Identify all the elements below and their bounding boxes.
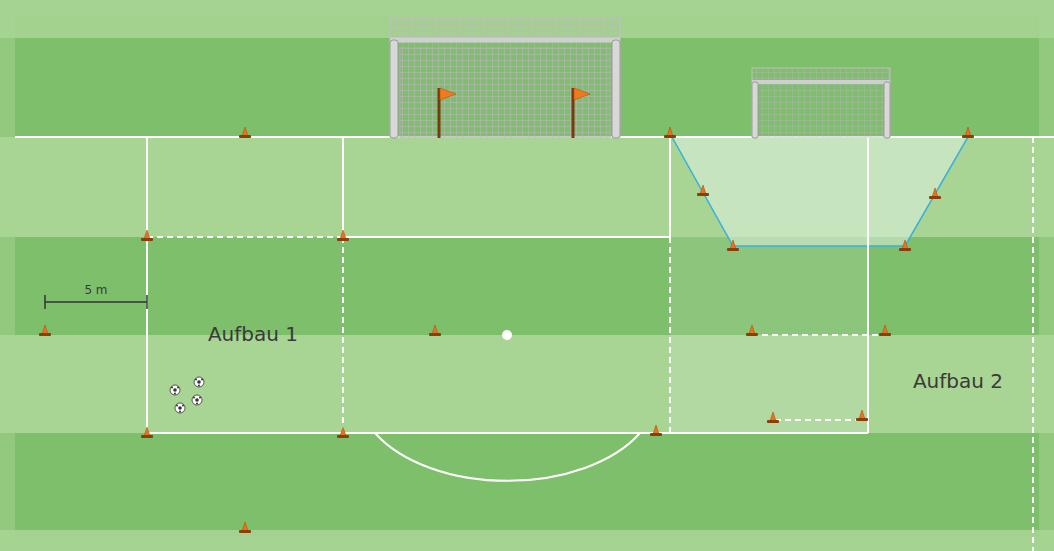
mini-goal xyxy=(752,68,890,138)
ball xyxy=(170,385,180,395)
ball xyxy=(175,403,185,413)
cone xyxy=(239,127,251,138)
cone xyxy=(337,230,349,241)
setup-label: Aufbau 2 xyxy=(913,369,1003,393)
field-lines xyxy=(15,137,1054,481)
cone xyxy=(39,325,51,336)
cone xyxy=(899,240,911,251)
cones xyxy=(39,127,974,533)
cone xyxy=(650,425,662,436)
cone xyxy=(141,427,153,438)
flag-poles xyxy=(439,88,590,138)
cone xyxy=(141,230,153,241)
cone xyxy=(727,240,739,251)
cone xyxy=(929,188,941,199)
cone xyxy=(337,427,349,438)
grass-stripe xyxy=(0,237,1054,335)
cone xyxy=(746,325,758,336)
grass-stripe xyxy=(0,335,1054,433)
cone xyxy=(429,325,441,336)
grass-stripe xyxy=(0,38,1054,137)
zone xyxy=(670,237,868,433)
scale-bar xyxy=(45,295,147,309)
cone xyxy=(697,185,709,196)
cone xyxy=(664,127,676,138)
setup-label: Aufbau 1 xyxy=(208,322,298,346)
ball xyxy=(194,377,204,387)
cone xyxy=(767,412,779,423)
balls xyxy=(170,377,204,413)
goal xyxy=(390,18,620,138)
target-zone xyxy=(672,137,968,246)
ball xyxy=(192,395,202,405)
cone xyxy=(879,325,891,336)
cone xyxy=(239,522,251,533)
cone xyxy=(962,127,974,138)
cone xyxy=(856,410,868,421)
penalty-spot xyxy=(502,330,512,340)
grass-stripe xyxy=(0,433,1054,530)
scale-label: 5 m xyxy=(84,283,107,297)
dashed-lines xyxy=(147,137,1033,551)
